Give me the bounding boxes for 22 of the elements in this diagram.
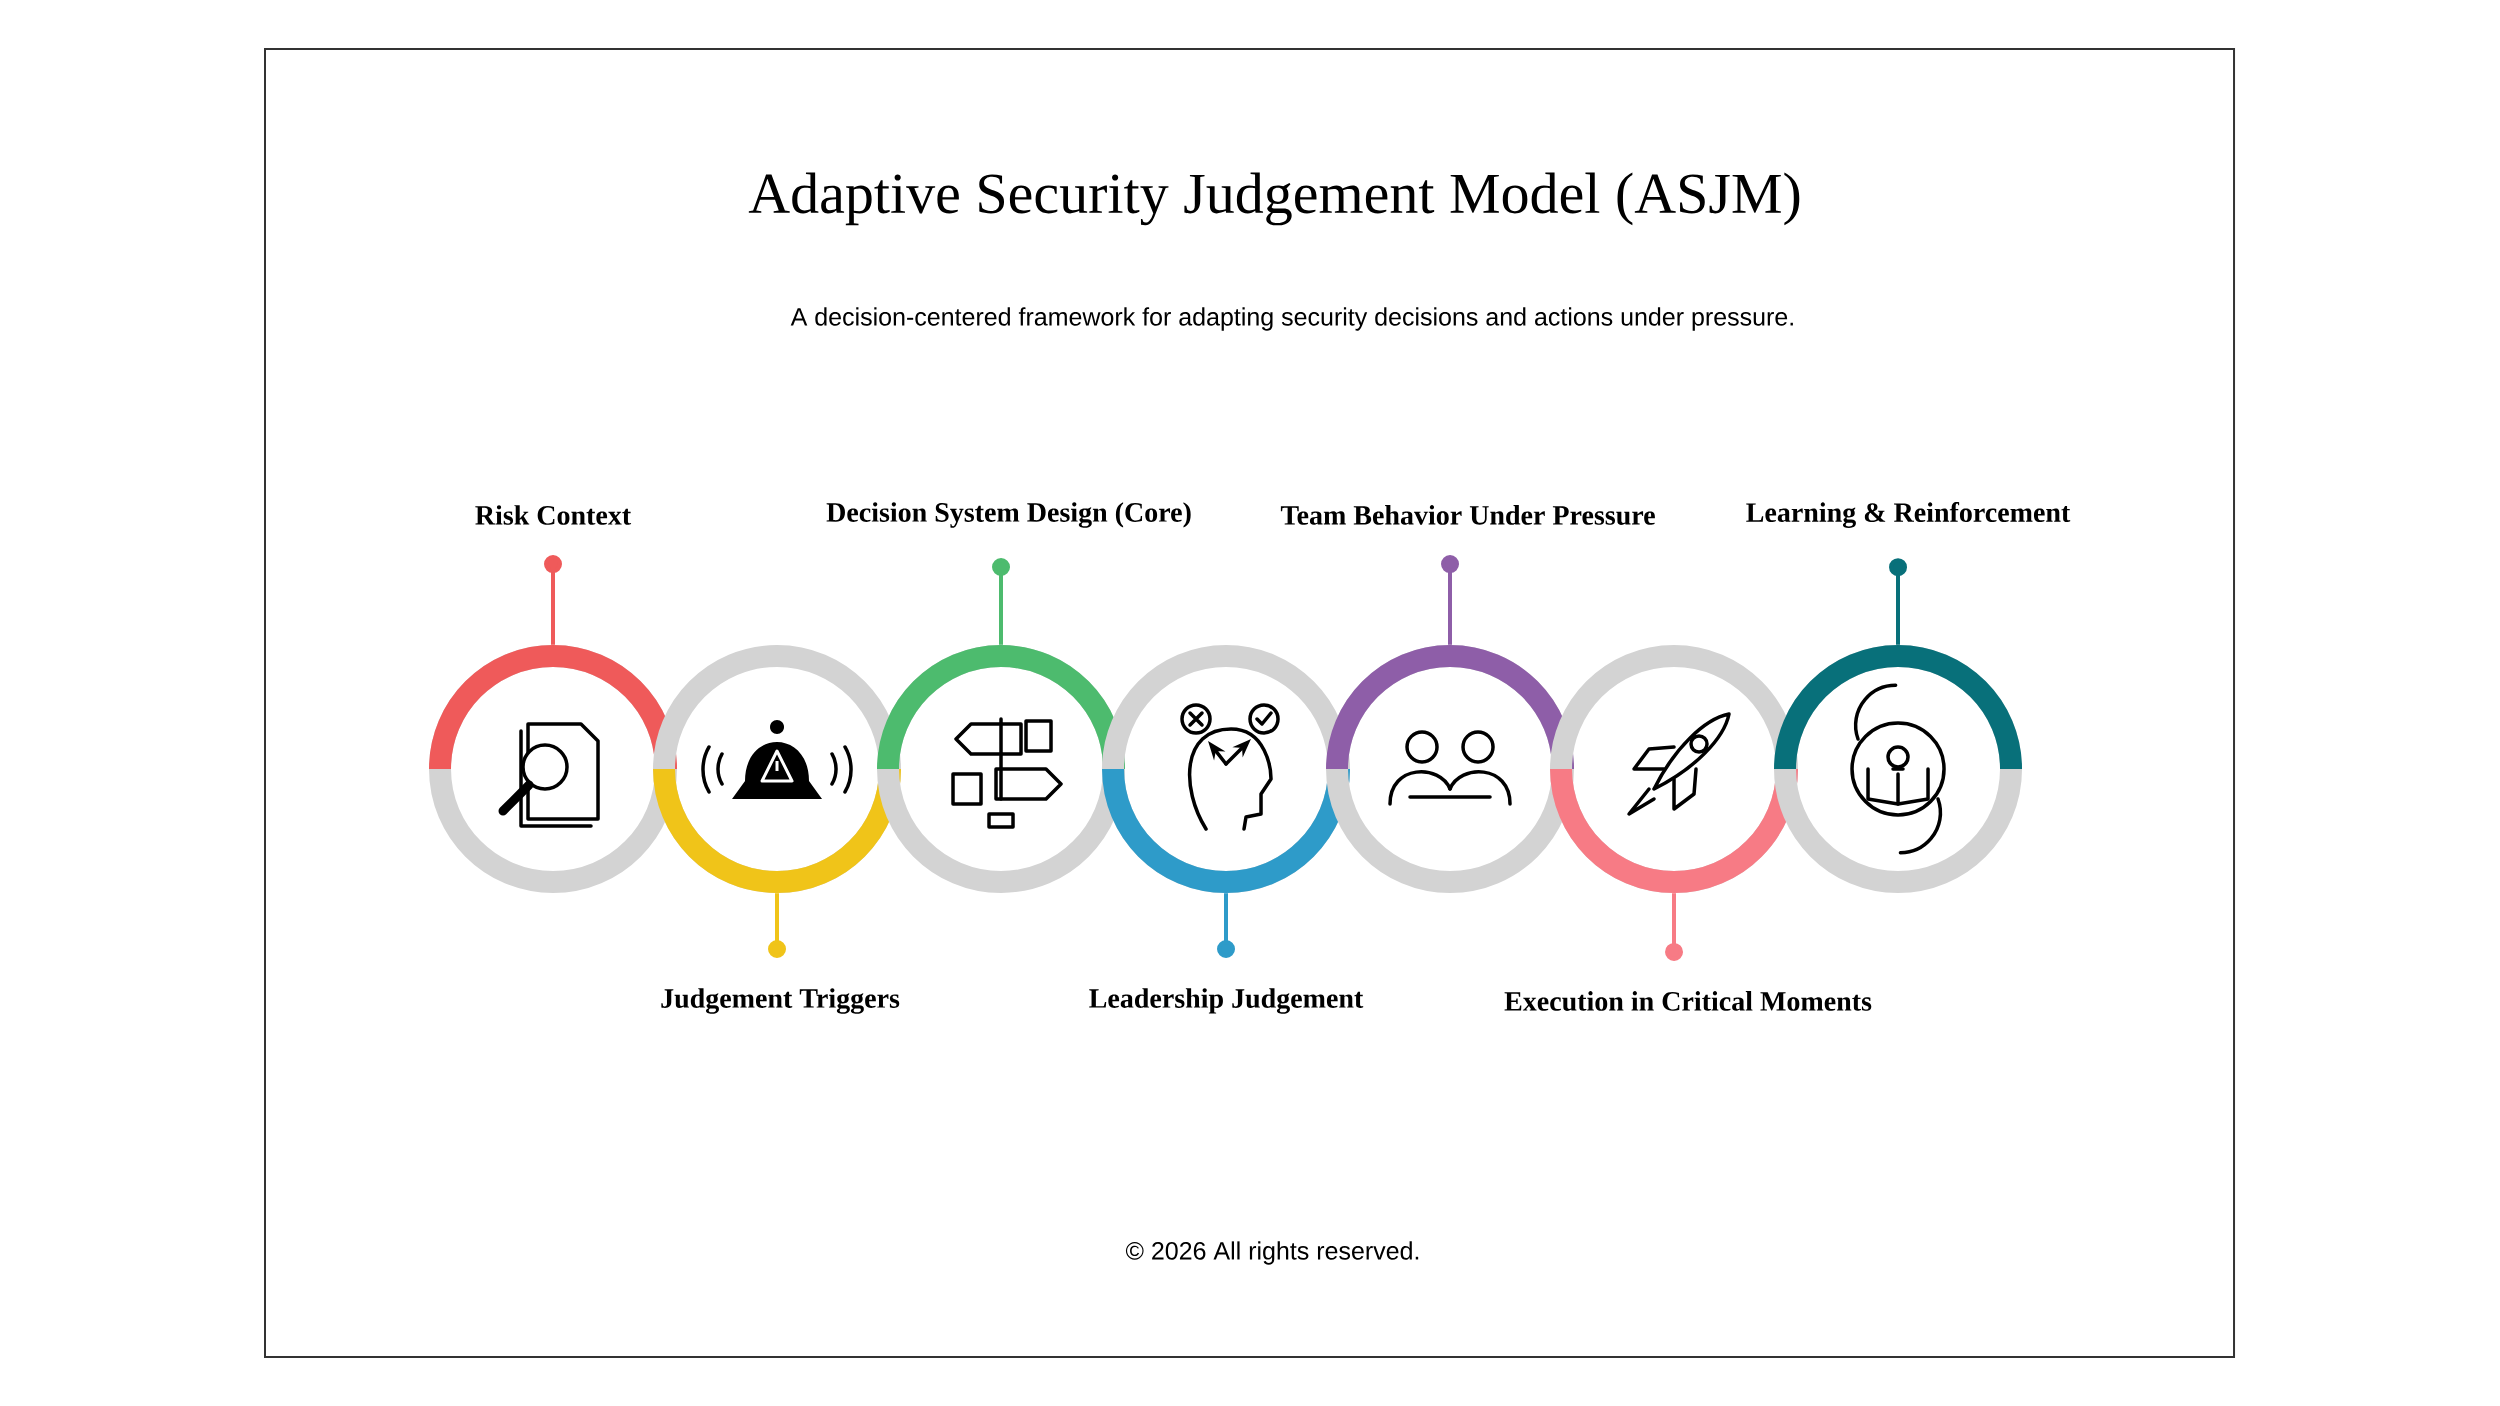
leader-line bbox=[1217, 893, 1235, 958]
subtitle: A decision-centered framework for adapting security decisions and actions under pressure. bbox=[790, 307, 1793, 331]
leader-line bbox=[768, 893, 786, 958]
stage-label: Decision System Design (Core) bbox=[826, 502, 1191, 528]
stage-label: Team Behavior Under Pressure bbox=[1280, 505, 1655, 525]
leader-line bbox=[544, 555, 562, 645]
title: Adaptive Security Judgement Model (ASJM) bbox=[748, 172, 1800, 226]
leader-line bbox=[1665, 893, 1683, 961]
ring bbox=[1102, 645, 1350, 893]
stage-label: Learning & Reinforcement bbox=[1746, 502, 2071, 528]
ring bbox=[1550, 645, 1798, 893]
leader-line bbox=[992, 558, 1010, 645]
stage-label: Judgement Triggers bbox=[661, 988, 900, 1014]
leader-line bbox=[1889, 558, 1907, 645]
ring bbox=[1326, 645, 1574, 893]
footer-text: © 2026 All rights reserved. bbox=[1125, 1241, 1419, 1265]
stage-label: Execution in Critical Moments bbox=[1504, 991, 1872, 1011]
ring bbox=[877, 645, 1125, 893]
stage-label: Leadership Judgement bbox=[1089, 988, 1364, 1014]
ring bbox=[1774, 645, 2022, 893]
leader-line bbox=[1441, 555, 1459, 645]
stage-label: Risk Context bbox=[475, 505, 632, 525]
